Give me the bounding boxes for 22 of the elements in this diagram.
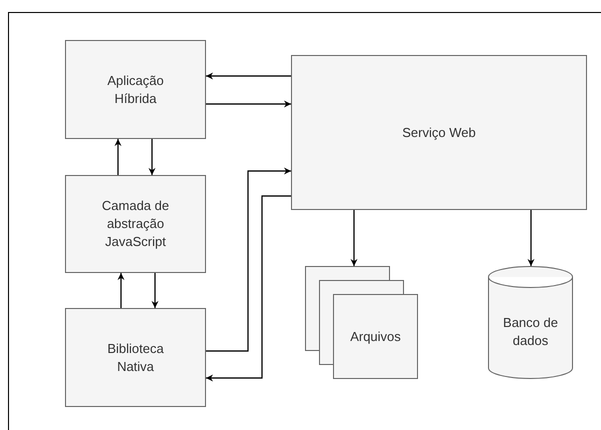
node-label: Aplicação Híbrida: [106, 72, 165, 108]
process-box: [291, 55, 587, 210]
process-box: [65, 175, 206, 273]
arrow: [152, 273, 158, 308]
node-label: Arquivos: [350, 328, 401, 346]
node-label: Biblioteca Nativa: [106, 340, 165, 376]
node-label: Camada de abstração JavaScript: [100, 197, 170, 251]
database-cylinder: [488, 266, 573, 379]
arrow: [206, 100, 291, 108]
arrow: [528, 210, 534, 266]
arrow: [206, 195, 291, 382]
node-label: Banco de dados: [502, 314, 559, 350]
file-stack-drawing: [305, 266, 418, 379]
arrow: [206, 168, 291, 352]
arrow: [114, 139, 122, 175]
node-label: Serviço Web: [402, 124, 476, 142]
arrow: [148, 139, 156, 175]
process-box: [65, 308, 206, 407]
process-box: [65, 40, 206, 139]
arrow: [206, 72, 291, 80]
arrow: [350, 210, 358, 266]
arrow: [118, 273, 124, 308]
